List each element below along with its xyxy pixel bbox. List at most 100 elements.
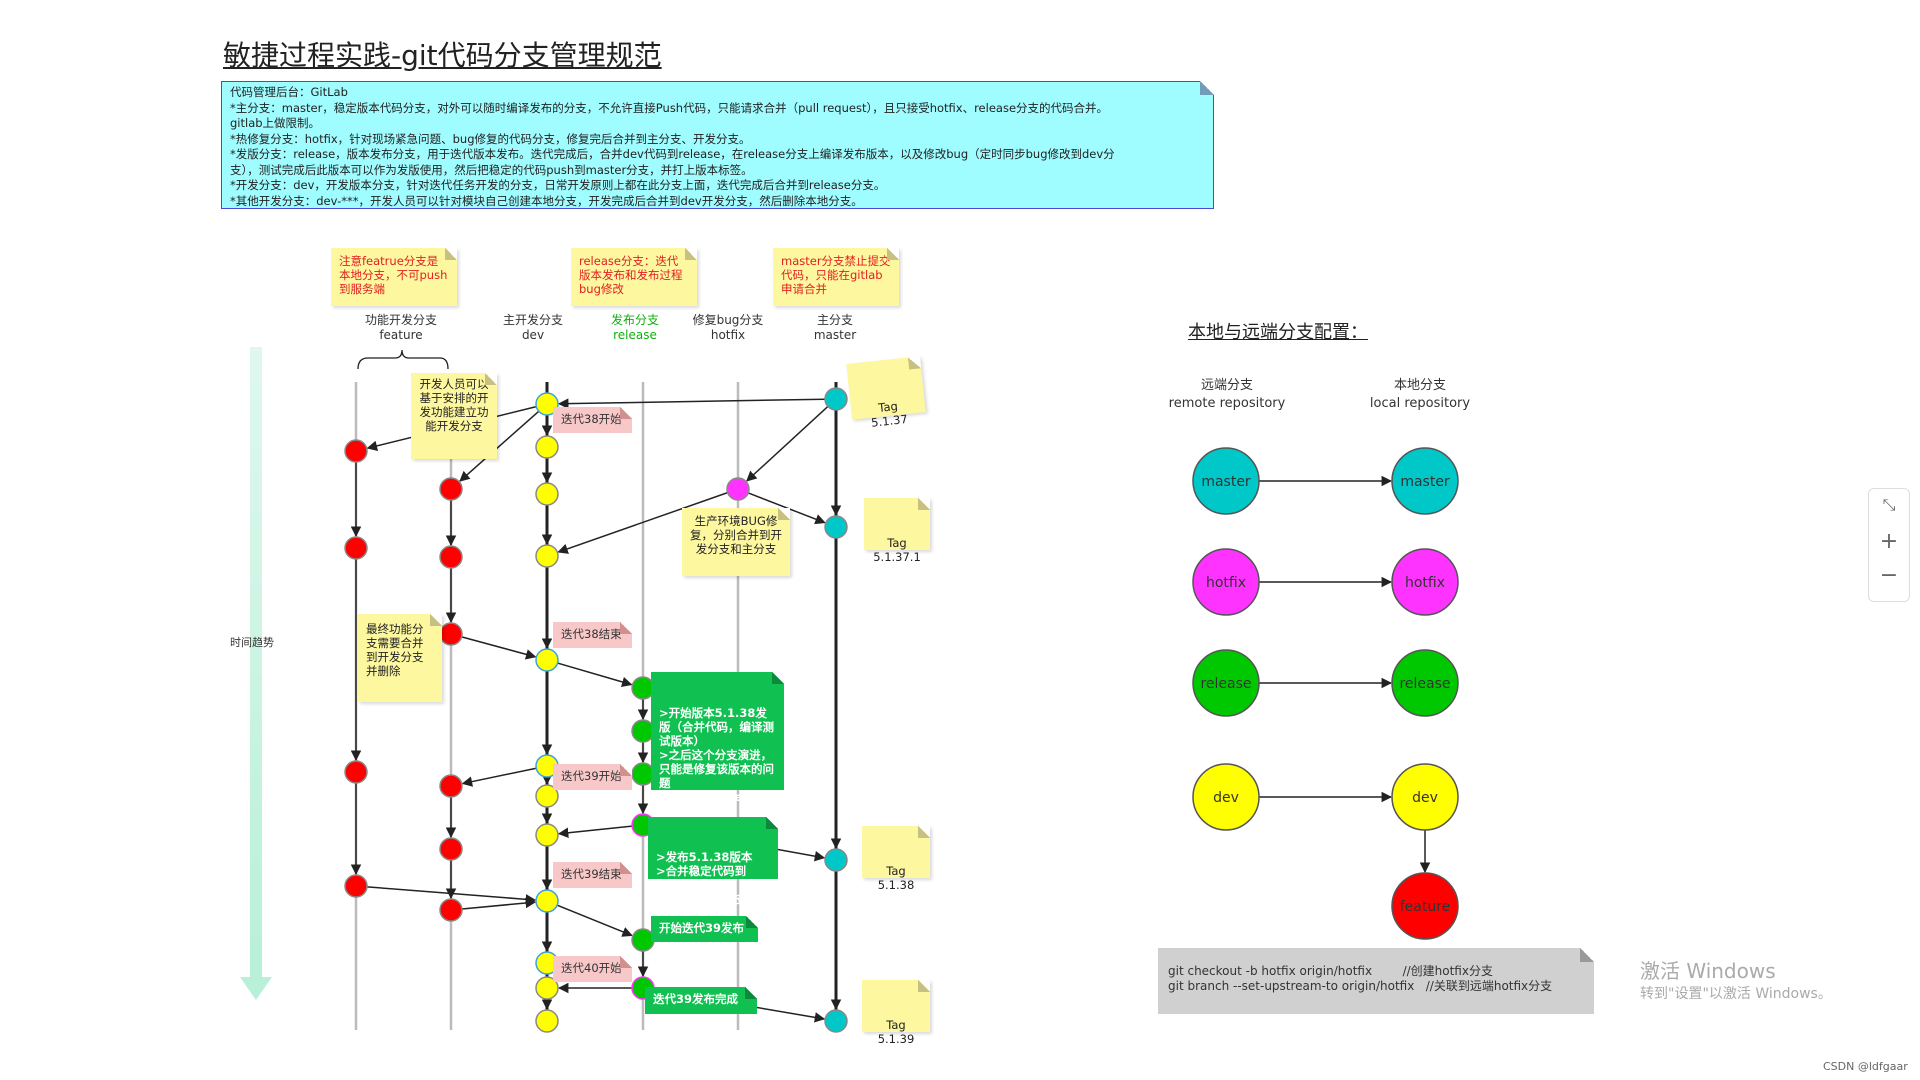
note-fold: [745, 987, 757, 999]
commit-edge: [556, 904, 633, 937]
note-fold: [778, 508, 790, 520]
zoom-in-button[interactable]: +: [1879, 529, 1899, 554]
dev-commit-node: [535, 544, 559, 568]
tag-5-1-37-1: Tag 5.1.37.1: [864, 498, 930, 564]
release-branch-node: [1391, 649, 1459, 717]
feature-commit-node: [439, 545, 463, 569]
feature-commit-node: [439, 837, 463, 861]
note-master-branch: master分支禁止提交代码，只能在gitlab申请合并: [773, 248, 899, 306]
command-box: git checkout -b hotfix origin/hotfix //创…: [1158, 948, 1594, 1014]
note-fold: [766, 817, 778, 829]
note-iter39-start: 迭代39开始: [553, 764, 632, 790]
windows-watermark-title: 激活 Windows: [1640, 959, 1776, 983]
feature-commit-node: [344, 874, 368, 898]
footer-credit: CSDN @ldfgaar: [1823, 1060, 1908, 1073]
time-arrow-shaft: [250, 347, 262, 977]
zoom-toolbar: ⤡ + −: [1868, 488, 1910, 602]
tag-text: Tag 5.1.38: [877, 864, 915, 892]
feature-branch-label: feature: [1400, 899, 1451, 915]
master-branch-node: [1391, 447, 1459, 515]
note-text: 开始迭代39发布: [659, 921, 745, 935]
local-header: 本地分支 local repository: [1369, 378, 1471, 411]
branch-label-dev: 主开发分支 dev: [502, 313, 563, 342]
command-line: git checkout -b hotfix origin/hotfix //创…: [1168, 964, 1493, 978]
note-done-iter39: 迭代39发布完成: [645, 987, 757, 1014]
release-branch-node: [1192, 649, 1260, 717]
commit-edge: [747, 492, 826, 525]
note-text: 迭代39发布完成: [653, 992, 739, 1006]
commit-edge: [557, 398, 826, 409]
feature-commit-node: [439, 774, 463, 798]
dev-commit-node: [535, 1009, 559, 1033]
commit-edge: [459, 410, 540, 482]
note-release-5-1-38-publish: >发布5.1.38版本 >合并稳定代码到master分支 >同步到dev分支: [648, 817, 778, 906]
dev-commit-node: [535, 648, 559, 672]
branch-label-feature: 功能开发分支 feature: [364, 313, 437, 342]
dev-branch-node: [1192, 763, 1260, 831]
note-iter38-end: 迭代38结束: [553, 622, 632, 648]
info-line: *发版分支：release，版本发布分支，用于迭代版本发布。迭代完成后，合并de…: [230, 147, 1115, 161]
commit-edge: [461, 897, 537, 910]
note-text: 开发人员可以基于安排的开发功能建立功能开发分支: [419, 377, 489, 433]
note-text: 迭代40开始: [561, 961, 622, 975]
commit-edges: [350, 398, 842, 1023]
release-branch-label: release: [1200, 676, 1251, 692]
master-branch-label: master: [1400, 474, 1450, 490]
tag-text: Tag 5.1.37.1: [873, 536, 921, 564]
note-fold: [620, 956, 632, 968]
note-fold: [620, 764, 632, 776]
tag-5-1-37: Tag 5.1.37: [846, 356, 926, 430]
note-create-feature: 开发人员可以基于安排的开发功能建立功能开发分支: [411, 373, 497, 459]
note-text: 生产环境BUG修复，分别合并到开发分支和主分支: [690, 514, 782, 556]
page-title: 敏捷过程实践-git代码分支管理规范: [223, 39, 662, 72]
hotfix-branch-node: [1192, 548, 1260, 616]
hotfix-branch-label: hotfix: [1405, 575, 1445, 591]
commit-edge: [557, 662, 633, 688]
feature-commit-node: [439, 622, 463, 646]
info-line: *其他开发分支：dev-***，开发人员可以针对模块自己创建本地分支，开发完成后…: [230, 193, 863, 208]
note-fold: [1580, 948, 1594, 962]
feature-commit-node: [439, 477, 463, 501]
config-title: 本地与远端分支配置：: [1188, 322, 1368, 343]
note-release-branch: release分支：迭代版本发布和发布过程bug修改: [571, 248, 697, 306]
tag-5-1-38: Tag 5.1.38: [862, 826, 930, 892]
feature-commit-node: [344, 536, 368, 560]
note-merge-delete: 最终功能分支需要合并到开发分支并删除: [358, 614, 442, 702]
note-text: 迭代39结束: [561, 867, 622, 881]
note-fold: [746, 916, 758, 928]
note-text: >开始版本5.1.38发版（合并代码，编译测试版本） >之后这个分支演进，只能是…: [659, 706, 774, 804]
note-text: 最终功能分支需要合并到开发分支并删除: [366, 622, 424, 678]
note-fold: [772, 672, 784, 684]
note-fold: [620, 407, 632, 419]
dev-branch-label: dev: [1213, 790, 1239, 806]
note-release-5-1-38-start: >开始版本5.1.38发版（合并代码，编译测试版本） >之后这个分支演进，只能是…: [651, 672, 784, 804]
dev-commit-node: [535, 889, 559, 913]
note-fold: [918, 980, 930, 992]
info-line: 支），测试完成后此版本可以作为发版使用，然后把稳定的代码push到master分…: [230, 162, 753, 177]
feature-commit-node: [344, 439, 368, 463]
fit-screen-button[interactable]: ⤡: [1882, 495, 1896, 514]
note-fold: [430, 614, 442, 626]
dev-commit-node: [535, 435, 559, 459]
dev-commit-node: [535, 823, 559, 847]
info-line: *热修复分支：hotfix，针对现场紧急问题、bug修复的代码分支，修复完后合并…: [230, 131, 751, 146]
commit-edge: [461, 636, 537, 660]
hotfix-branch-node: [1391, 548, 1459, 616]
dev-commit-node: [535, 482, 559, 506]
feature-commit-node: [439, 898, 463, 922]
master-commit-node: [824, 1009, 848, 1033]
branch-label-hotfix: 修复bug分支 hotfix: [692, 313, 764, 342]
note-fold: [485, 373, 497, 385]
dev-branch-label: dev: [1412, 790, 1438, 806]
config-edges: [1259, 475, 1431, 874]
note-text: 迭代38开始: [561, 412, 622, 426]
tag-text: Tag 5.1.39: [877, 1018, 915, 1046]
note-iter39-end: 迭代39结束: [553, 862, 632, 888]
note-hotfix-merge: 生产环境BUG修复，分别合并到开发分支和主分支: [682, 508, 790, 576]
master-commit-node: [824, 515, 848, 539]
commit-edge: [557, 491, 728, 554]
note-fold: [907, 356, 922, 370]
zoom-out-button[interactable]: −: [1879, 563, 1899, 588]
